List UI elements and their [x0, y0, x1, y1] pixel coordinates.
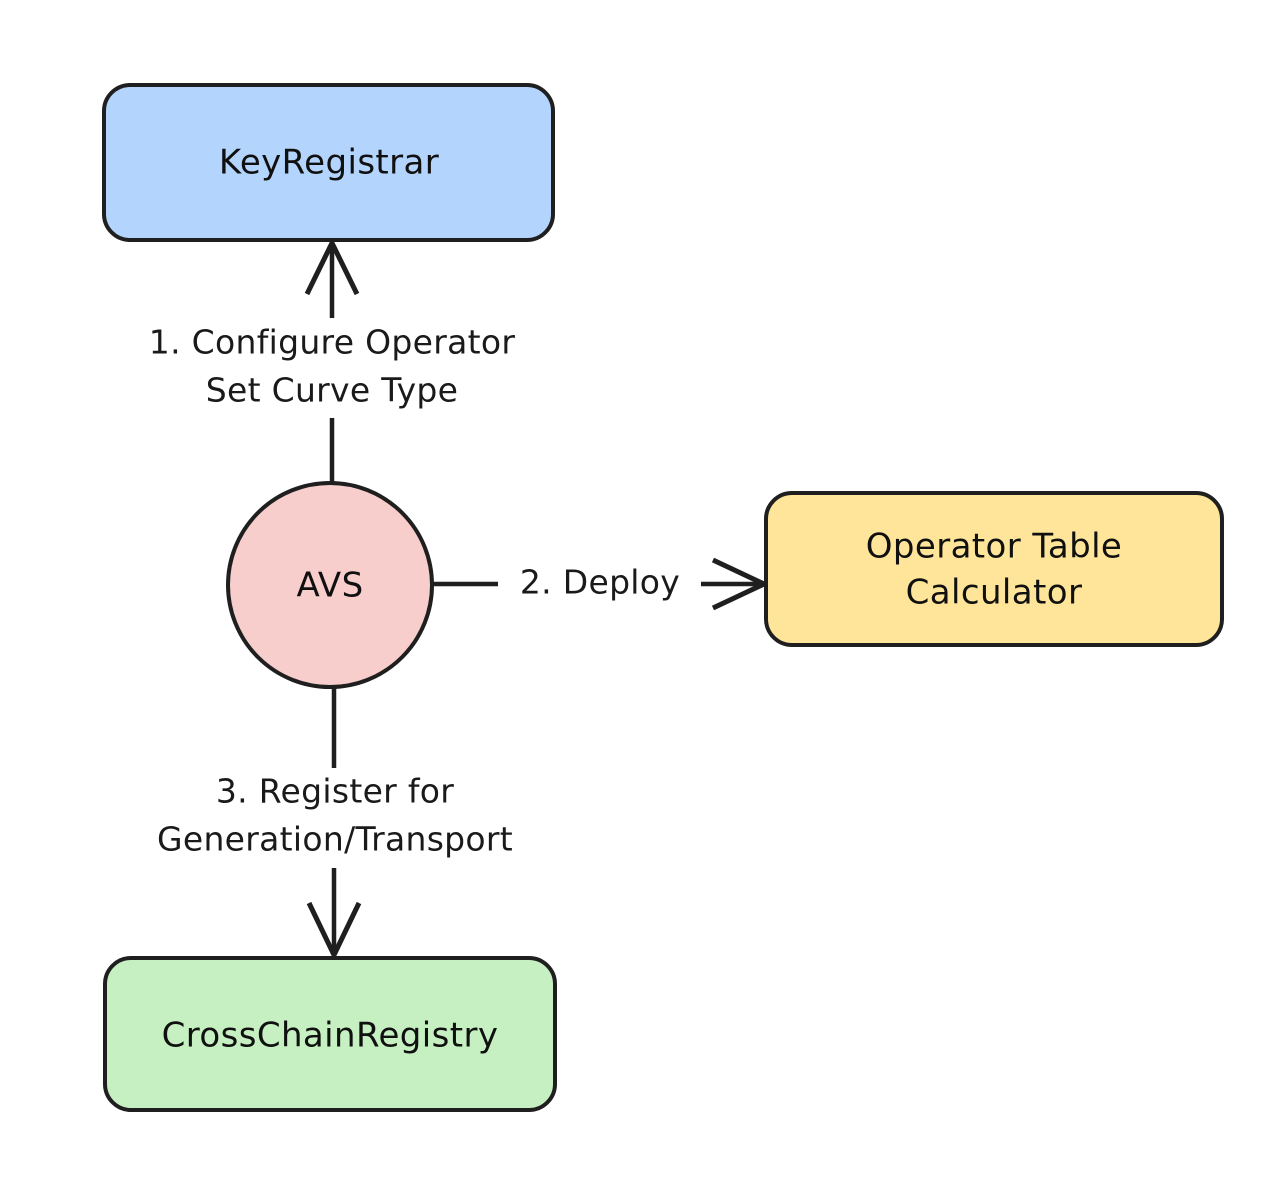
edge-label-1-line1-top: 1. Configure Operator	[149, 323, 516, 362]
edge-label-1-line2-top: Set Curve Type	[206, 371, 459, 410]
node-key-registrar[interactable]: KeyRegistrar	[102, 83, 555, 242]
edge-label-2-backing	[500, 560, 700, 608]
cross-chain-registry-box[interactable]	[103, 956, 557, 1112]
node-avs[interactable]: AVS	[226, 481, 434, 689]
operator-table-calculator-label-line1: Operator Table	[866, 527, 1123, 567]
avs-circle[interactable]	[226, 481, 434, 689]
key-registrar-label: KeyRegistrar	[219, 143, 439, 183]
arrow-head-up-icon	[304, 237, 360, 296]
edge-label-3-backing	[118, 768, 552, 868]
arrow-head-down-icon	[306, 901, 362, 961]
operator-table-calculator-box[interactable]	[764, 491, 1224, 647]
edge-label-1-backing	[116, 318, 550, 418]
edge-label-1-overlay: 1. Configure Operator Set Curve Type	[116, 318, 550, 418]
node-operator-table-calculator[interactable]: Operator Table Calculator	[764, 491, 1224, 647]
cross-chain-registry-label: CrossChainRegistry	[162, 1016, 499, 1056]
edge-label-2: 2. Deploy	[500, 560, 700, 608]
edge-label-3-line1: 3. Register for	[216, 772, 454, 811]
edge-label-3-line2: Generation/Transport	[157, 820, 513, 859]
node-cross-chain-registry[interactable]: CrossChainRegistry	[103, 956, 557, 1112]
operator-table-calculator-label-line2: Calculator	[906, 573, 1083, 613]
edge-label-3: 3. Register for Generation/Transport	[118, 768, 552, 868]
key-registrar-box[interactable]	[102, 83, 555, 242]
edge-label-2-text: 2. Deploy	[520, 563, 680, 602]
avs-label: AVS	[296, 566, 363, 606]
